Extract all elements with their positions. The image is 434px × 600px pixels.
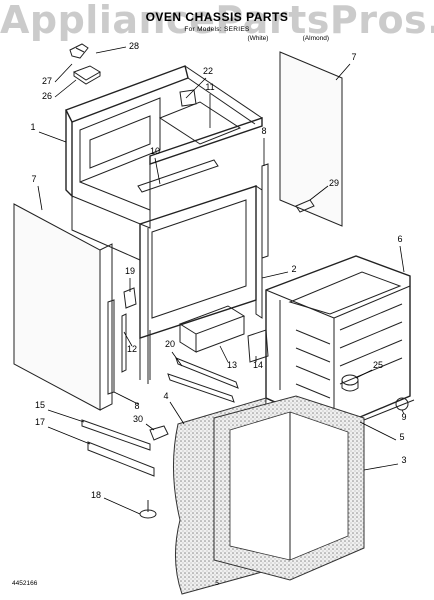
part-13-burner-box bbox=[178, 305, 246, 353]
part-3-insulation-wrap bbox=[213, 395, 365, 581]
part-14-bracket bbox=[247, 329, 269, 363]
callout-c18: 18 bbox=[90, 490, 101, 500]
part-30-clip bbox=[149, 425, 169, 441]
callout-c15: 15 bbox=[34, 400, 45, 410]
part-10-cross-bar bbox=[137, 159, 219, 193]
part-25-knob bbox=[341, 374, 359, 392]
callout-c14: 14 bbox=[252, 360, 263, 370]
callout-c8b: 8 bbox=[134, 401, 140, 411]
callout-c8a: 8 bbox=[261, 126, 267, 136]
callout-c20: 20 bbox=[164, 339, 175, 349]
part-15-rail bbox=[81, 419, 151, 451]
callout-c29: 29 bbox=[328, 178, 339, 188]
part-29-screw bbox=[295, 199, 315, 213]
part-11-top-panel bbox=[158, 101, 242, 145]
callout-c2: 2 bbox=[291, 264, 297, 274]
part-17-rail bbox=[87, 441, 155, 477]
callout-c7a: 7 bbox=[351, 52, 357, 62]
variant-white: (White) bbox=[247, 35, 269, 42]
callout-c12: 12 bbox=[126, 344, 137, 354]
part-2-front-frame bbox=[71, 185, 263, 384]
part-18-leveling-leg bbox=[139, 500, 157, 519]
part-8-bracket-lower bbox=[107, 299, 115, 395]
diagram-part-number: 4452166 bbox=[12, 580, 38, 587]
part-12-rod bbox=[121, 313, 127, 373]
leader-lines bbox=[37, 46, 405, 515]
callout-c26: 26 bbox=[41, 91, 52, 101]
callout-c4: 4 bbox=[163, 391, 169, 401]
part-19-clip bbox=[123, 287, 137, 309]
callout-c10: 10 bbox=[149, 146, 160, 156]
callout-c9: 9 bbox=[401, 412, 407, 422]
callout-c19: 19 bbox=[124, 266, 135, 276]
callout-c17: 17 bbox=[34, 417, 45, 427]
part-8-bracket-upper bbox=[261, 163, 269, 259]
variant-almond: (Almond) bbox=[302, 35, 329, 42]
callout-c28: 28 bbox=[128, 41, 139, 51]
callout-c25: 25 bbox=[372, 360, 383, 370]
part-1-chassis-frame bbox=[65, 65, 263, 229]
callout-c11: 11 bbox=[205, 82, 215, 92]
callout-c1: 1 bbox=[30, 122, 36, 132]
callout-c13: 13 bbox=[226, 360, 237, 370]
diagram-subtitle: For Models: SERIES bbox=[184, 26, 250, 33]
callout-c27: 27 bbox=[41, 76, 52, 86]
model-variants: (White) (Almond) bbox=[230, 35, 350, 42]
callout-c7b: 7 bbox=[31, 174, 37, 184]
left-panel-edge bbox=[99, 243, 113, 411]
page-number: 5 bbox=[215, 580, 219, 587]
part-20-rails bbox=[167, 357, 239, 403]
part-7-right-side-panel bbox=[279, 51, 343, 227]
watermark-logo: AppliancePartsPros.com bbox=[0, 0, 434, 42]
callout-c22: 22 bbox=[202, 66, 213, 76]
callout-c6: 6 bbox=[397, 234, 403, 244]
callout-c5: 5 bbox=[399, 432, 405, 442]
part-28-clip bbox=[69, 43, 89, 59]
diagram-title: OVEN CHASSIS PARTS bbox=[145, 10, 289, 24]
callout-c30: 30 bbox=[132, 414, 143, 424]
callout-c3: 3 bbox=[401, 455, 407, 465]
part-26-block bbox=[72, 65, 101, 85]
part-7-left-side-panel bbox=[13, 203, 101, 411]
